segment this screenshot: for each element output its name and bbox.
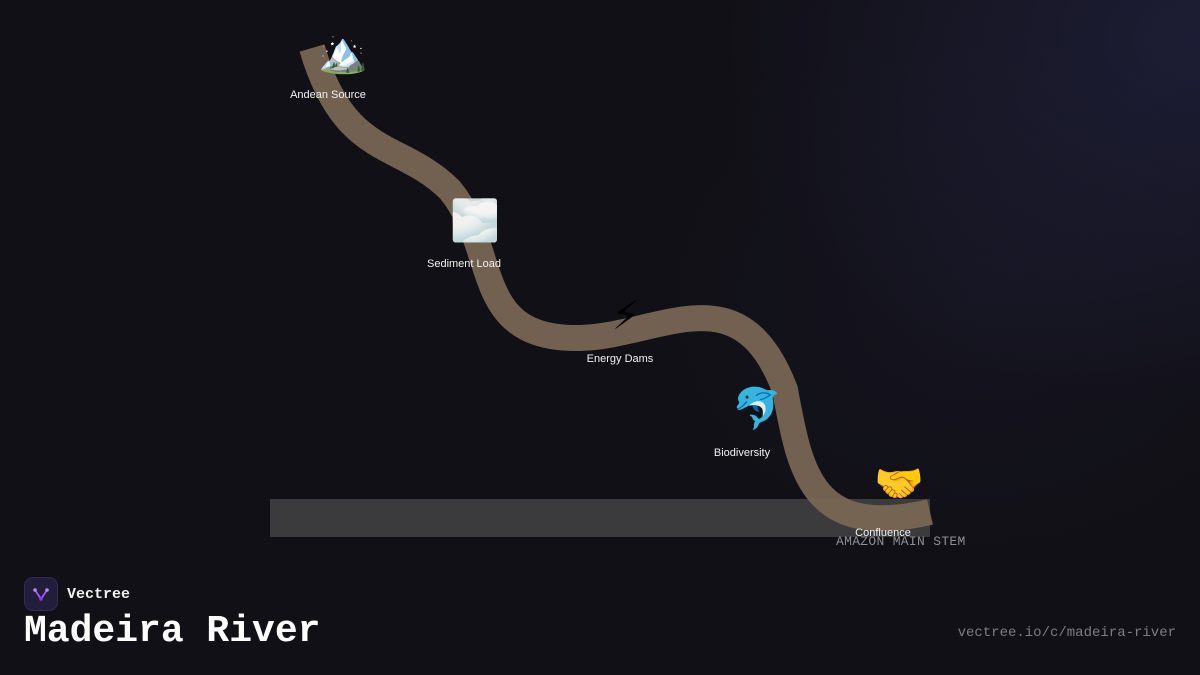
node-label-andean-source: Andean Source	[290, 89, 366, 101]
fog-icon: 🌫️	[450, 198, 500, 244]
lightning-icon: ⚡	[611, 293, 641, 339]
vectree-logo-icon	[24, 577, 58, 611]
source-url-link[interactable]: vectree.io/c/madeira-river	[957, 625, 1176, 641]
handshake-icon: 🤝	[874, 461, 924, 507]
brand-header: Vectree	[24, 577, 130, 611]
node-label-sediment-load: Sediment Load	[427, 258, 501, 270]
madeira-river-path	[299, 44, 933, 532]
mountain-icon: 🏔️	[318, 30, 368, 76]
node-label-biodiversity: Biodiversity	[713, 447, 771, 459]
page-title: Madeira River	[24, 610, 321, 653]
node-label-confluence: Confluence	[855, 527, 911, 539]
dolphin-icon: 🐬	[732, 386, 782, 432]
amazon-main-stem-label: AMAZON MAIN STEM	[836, 534, 966, 549]
node-label-energy-dams: Energy Dams	[586, 353, 654, 365]
brand-name: Vectree	[67, 585, 131, 603]
